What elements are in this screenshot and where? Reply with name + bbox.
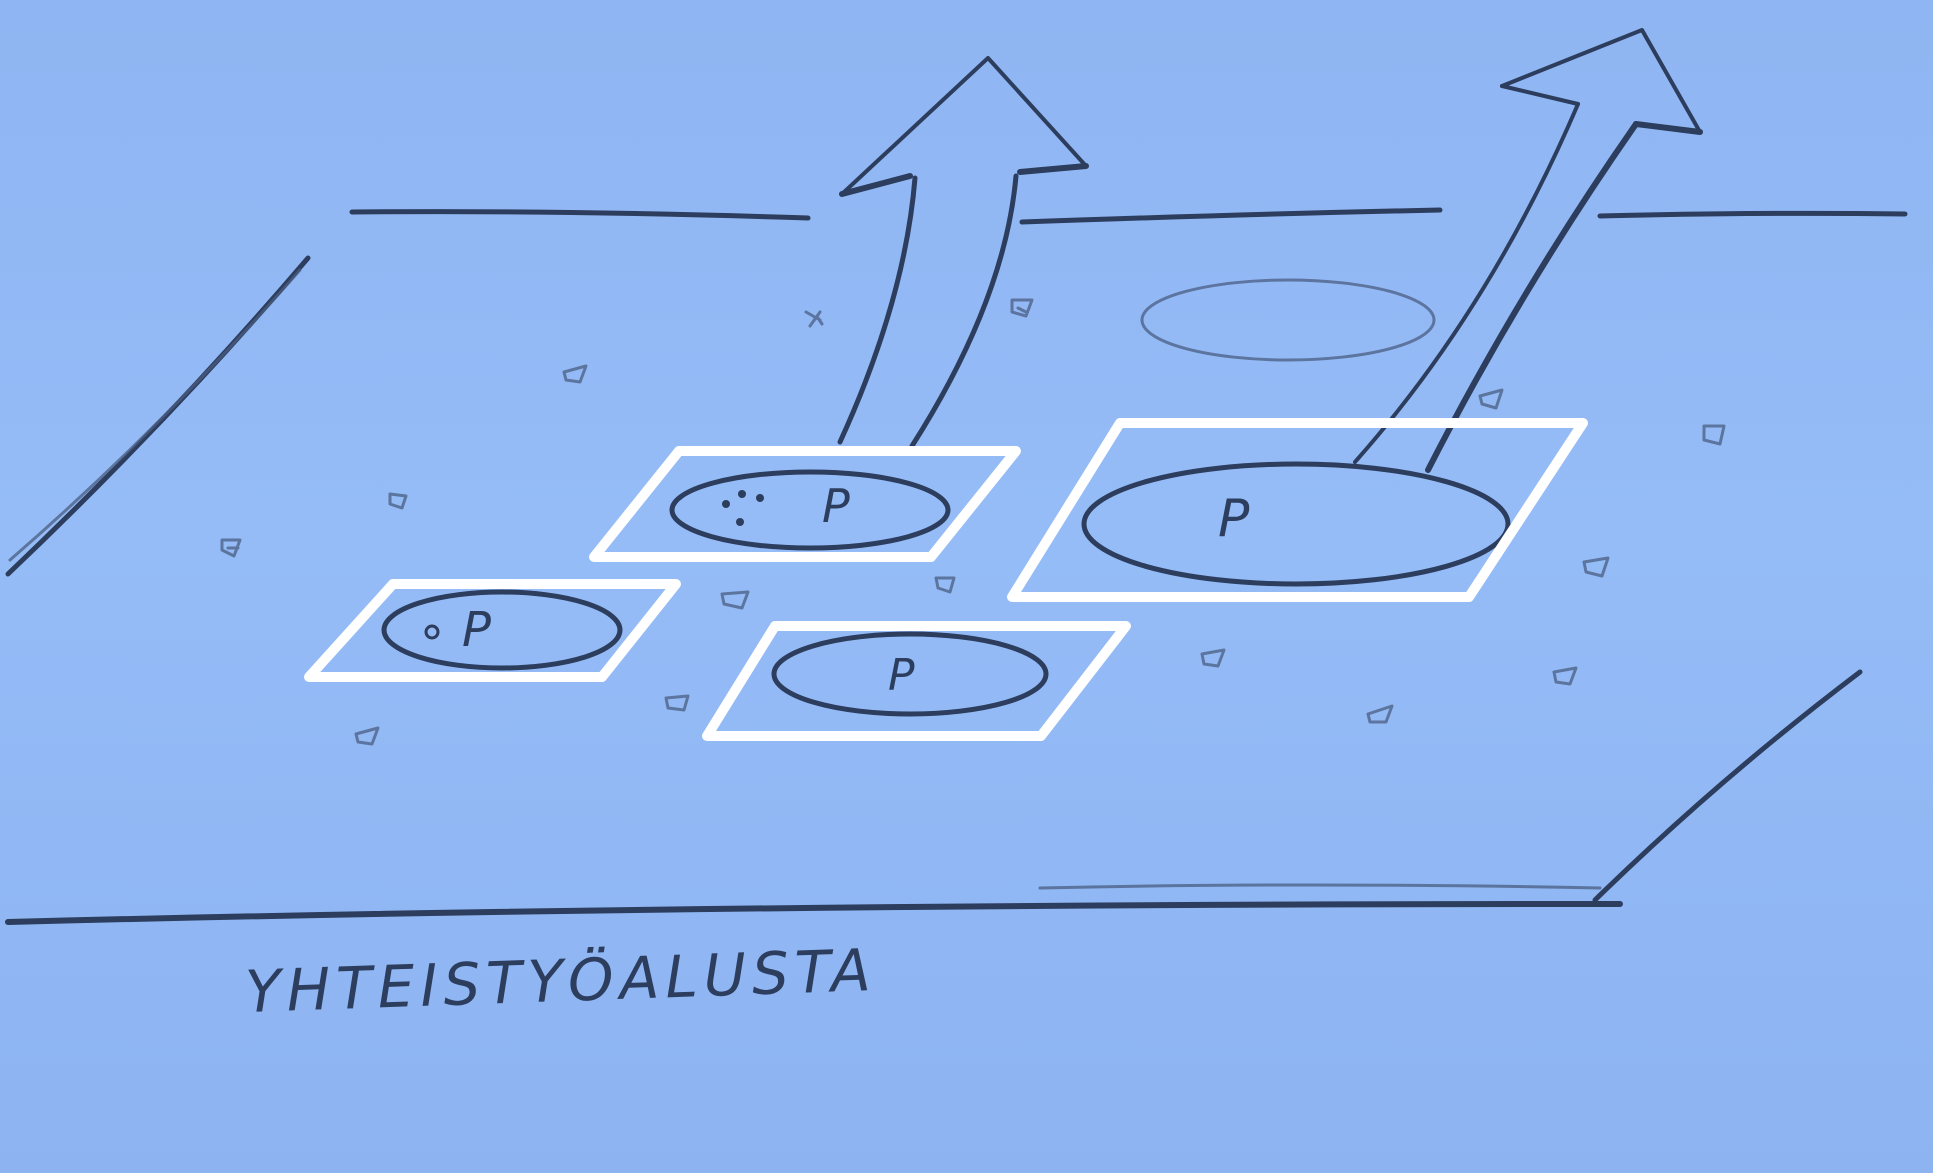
cluster-left: P [381,589,623,671]
cluster-label: P [822,479,850,533]
highlight-frame-top [589,446,1021,562]
highlight-frames [304,418,1588,741]
platform-outline [5,207,1908,925]
highlight-frame-left [304,579,681,682]
cluster-label: P [888,650,915,701]
right-growth-arrow [1353,28,1703,473]
left-growth-arrow [837,56,1089,449]
cluster-bottom: P [771,631,1049,717]
sketch-caption: YHTEISTYÖALUSTA [244,936,878,1026]
cluster-label: P [1218,489,1250,549]
faint-empty-cluster [1140,278,1436,362]
cluster-label: P [462,602,491,658]
cluster-top: P [669,469,951,551]
highlight-frame-large [1007,418,1588,602]
scattered-marks [220,298,1726,746]
highlight-frame-bottom [702,621,1131,741]
cluster-large: P [1081,461,1511,587]
